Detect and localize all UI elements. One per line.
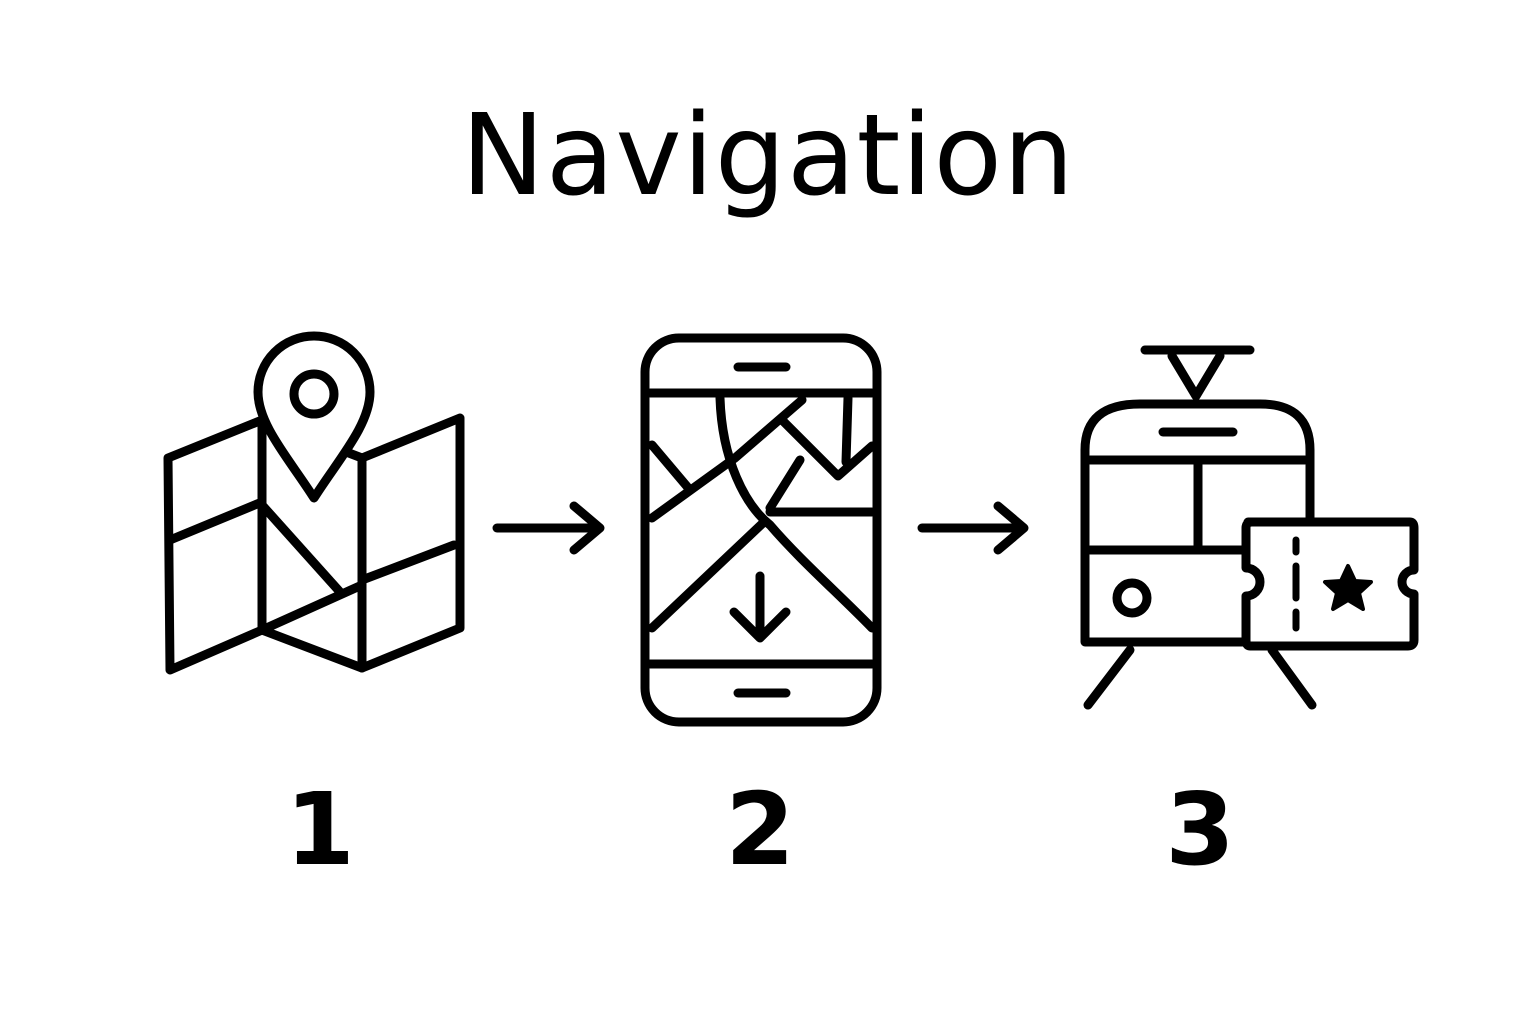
- step-number-3: 3: [1165, 771, 1235, 888]
- step-number-1: 1: [285, 771, 355, 888]
- diagram-title: Navigation: [460, 91, 1076, 221]
- tram-with-ticket-icon: [1080, 345, 1419, 710]
- folded-map-with-pin-icon: [163, 331, 465, 675]
- arrow-right-icon: [492, 501, 605, 555]
- arrow-right-icon: [917, 501, 1029, 555]
- smartphone-map-download-icon: [640, 333, 882, 727]
- step-number-2: 2: [725, 771, 795, 888]
